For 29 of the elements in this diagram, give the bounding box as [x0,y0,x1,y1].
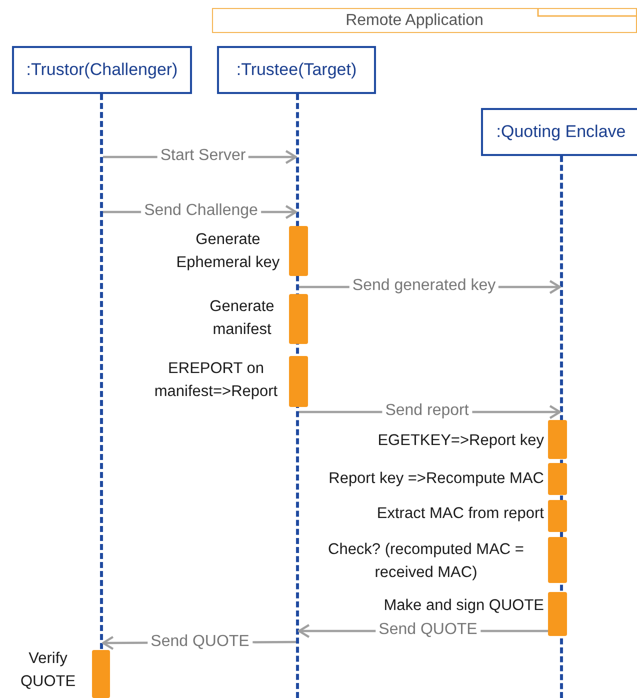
activation-bar [289,294,308,344]
edge-label: Send QUOTE [376,621,480,639]
activation-bar [548,592,567,636]
step-text: Generate Ephemeral key [175,230,281,273]
edge-label: Send report [382,402,472,420]
step-text: Report key =>Recompute MAC [328,469,544,489]
step-text: EREPORT on manifest=>Report [153,359,279,402]
participant-box: :Trustor(Challenger) [12,46,192,94]
frame-title: Remote Application [346,12,484,30]
activation-bar [548,463,567,495]
step-text: Generate manifest [208,297,276,340]
step-text: Verify QUOTE [19,649,77,692]
edge-label: Send QUOTE [148,632,252,650]
activation-bar [548,420,567,459]
edge-label: Send Challenge [141,202,261,220]
edge-label: Send generated key [349,277,499,295]
activation-bar [548,500,567,532]
activation-bar [289,226,308,276]
lifeline [100,94,103,649]
participant-box: :Quoting Enclave [481,108,637,156]
activation-bar [548,537,567,583]
activation-bar [289,356,308,407]
step-text: Make and sign QUOTE [382,596,544,616]
participant-box: :Trustee(Target) [217,46,376,94]
step-text: Extract MAC from report [376,504,544,524]
step-text: Check? (recomputed MAC = received MAC) [327,540,525,583]
frame-box [212,8,637,33]
step-text: EGETKEY=>Report key [376,431,544,451]
activation-bar [92,650,110,698]
